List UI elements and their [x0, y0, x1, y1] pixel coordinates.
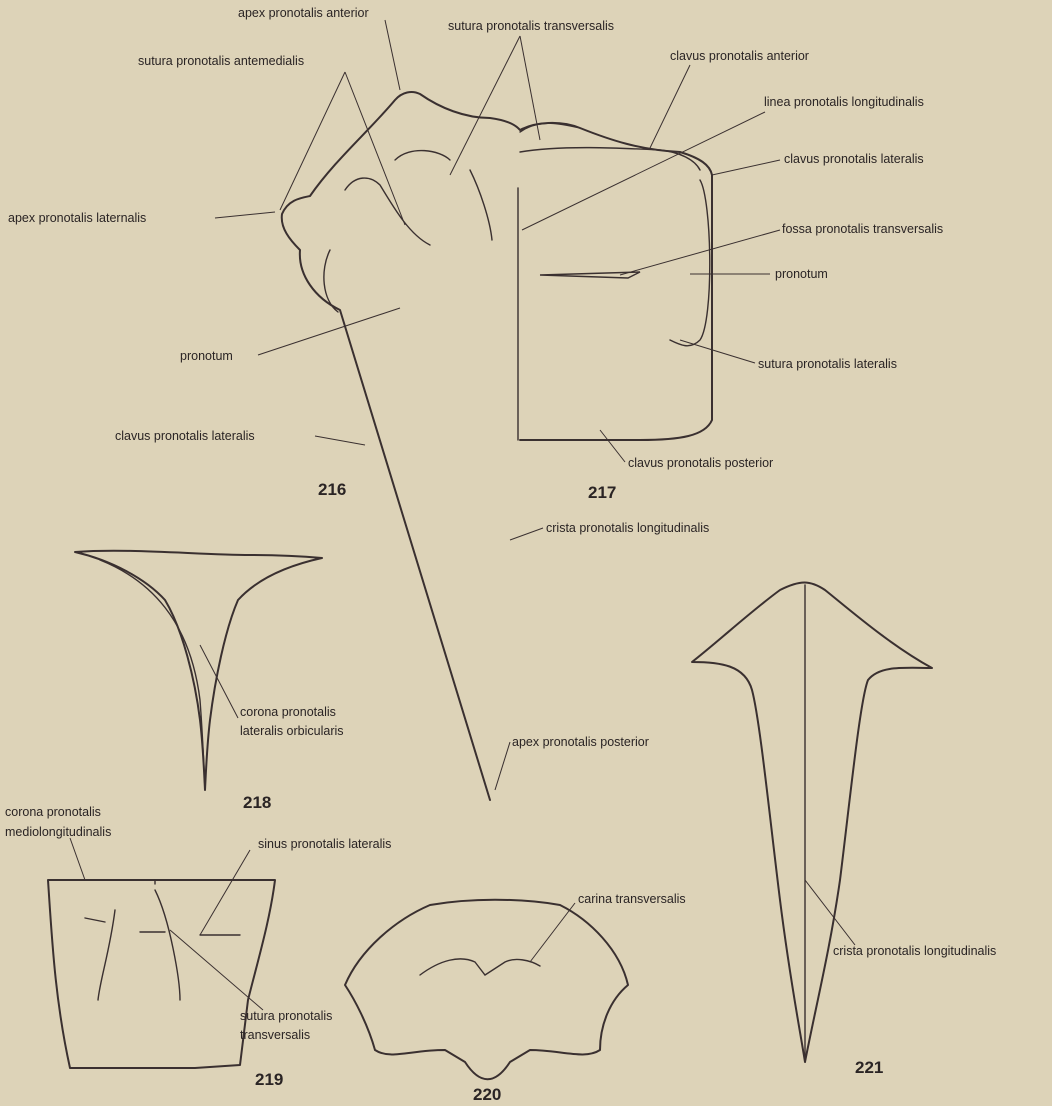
labels: apex pronotalis anterior sutura pronotal… [5, 6, 996, 1042]
label-crista-pronotalis-longitudinalis-217: crista pronotalis longitudinalis [546, 521, 709, 535]
fossa-217 [540, 272, 640, 278]
pronotum-outline-220 [345, 900, 628, 1080]
corona-curve-218 [100, 560, 205, 790]
figure-numbers: 216 217 218 219 220 221 [243, 480, 883, 1104]
label-sutura-pronotalis-antemedialis: sutura pronotalis antemedialis [138, 54, 304, 68]
label-clavus-pronotalis-anterior: clavus pronotalis anterior [670, 49, 809, 63]
leader-corona-lat [200, 645, 238, 718]
label-clavus-pronotalis-lateralis-left: clavus pronotalis lateralis [115, 429, 255, 443]
label-apex-pronotalis-posterior: apex pronotalis posterior [512, 735, 649, 749]
antemedial-suture-216 [395, 151, 450, 160]
figure-216-217-drawing [282, 92, 712, 800]
figure-number-218: 218 [243, 793, 271, 812]
label-sutura-pronotalis-lateralis: sutura pronotalis lateralis [758, 357, 897, 371]
label-sutura-pronotalis-transversalis: sutura pronotalis transversalis [448, 19, 614, 33]
label-clavus-pronotalis-lateralis-right: clavus pronotalis lateralis [784, 152, 924, 166]
suture-219-left [98, 910, 115, 1000]
label-corona-mediolong-line2: mediolongitudinalis [5, 825, 111, 839]
label-linea-pronotalis-longitudinalis: linea pronotalis longitudinalis [764, 95, 924, 109]
leader-carina [530, 903, 575, 962]
figure-number-220: 220 [473, 1085, 501, 1104]
leader-sutura-transv-1 [450, 36, 520, 175]
label-pronotum-left: pronotum [180, 349, 233, 363]
lateral-suture-217 [670, 180, 710, 346]
leader-clavus-lat-right [712, 160, 780, 175]
leader-clavus-anterior [650, 65, 690, 148]
figure-number-221: 221 [855, 1058, 883, 1077]
leader-sutura-transv-2 [520, 36, 540, 140]
leader-apex-anterior [385, 20, 400, 90]
pronotum-outline-216 [282, 92, 712, 800]
leader-pronotum-left [258, 308, 400, 355]
figure-number-216: 216 [318, 480, 346, 499]
label-corona-mediolong-line1: corona pronotalis [5, 805, 101, 819]
label-corona-lateralis-line2: lateralis orbicularis [240, 724, 344, 738]
label-fossa-pronotalis-transversalis: fossa pronotalis transversalis [782, 222, 943, 236]
figure-number-219: 219 [255, 1070, 283, 1089]
carina-220 [420, 959, 540, 975]
label-corona-lateralis-line1: corona pronotalis [240, 705, 336, 719]
leader-sutura-219 [170, 930, 263, 1010]
leader-clavus-lat-left [315, 436, 365, 445]
label-carina-transversalis: carina transversalis [578, 892, 686, 906]
leader-antemedialis [345, 72, 405, 225]
label-sutura-219-line2: transversalis [240, 1028, 310, 1042]
label-apex-pronotalis-anterior: apex pronotalis anterior [238, 6, 369, 20]
leader-crista-217 [510, 528, 543, 540]
leader-sinus [200, 850, 250, 935]
pronotum-outline-218 [75, 551, 322, 790]
leader-apex-laternalis [215, 212, 275, 218]
label-sutura-219-line1: sutura pronotalis [240, 1009, 332, 1023]
label-crista-pronotalis-longitudinalis-221: crista pronotalis longitudinalis [833, 944, 996, 958]
leader-apex-posterior [495, 742, 510, 790]
inner-line-216 [470, 170, 492, 240]
label-apex-pronotalis-laternalis: apex pronotalis laternalis [8, 211, 146, 225]
leader-sutura-lat [680, 340, 755, 363]
suture-219-right [155, 890, 180, 1000]
figure-number-217: 217 [588, 483, 616, 502]
label-sinus-pronotalis-lateralis: sinus pronotalis lateralis [258, 837, 391, 851]
leader-antemedialis-2 [280, 72, 345, 210]
label-pronotum-right: pronotum [775, 267, 828, 281]
leader-fossa [620, 230, 780, 275]
leader-clavus-post [600, 430, 625, 462]
leader-lines [70, 20, 855, 1010]
figure-218-drawing [75, 551, 322, 790]
figure-220-drawing [345, 900, 628, 1080]
inner-curve-216 [345, 178, 430, 245]
short-dash-219 [85, 918, 105, 922]
label-clavus-pronotalis-posterior: clavus pronotalis posterior [628, 456, 773, 470]
pronotum-outline-221 [692, 583, 932, 1063]
leader-corona-medio [70, 838, 85, 880]
figure-221-drawing [692, 583, 932, 1063]
